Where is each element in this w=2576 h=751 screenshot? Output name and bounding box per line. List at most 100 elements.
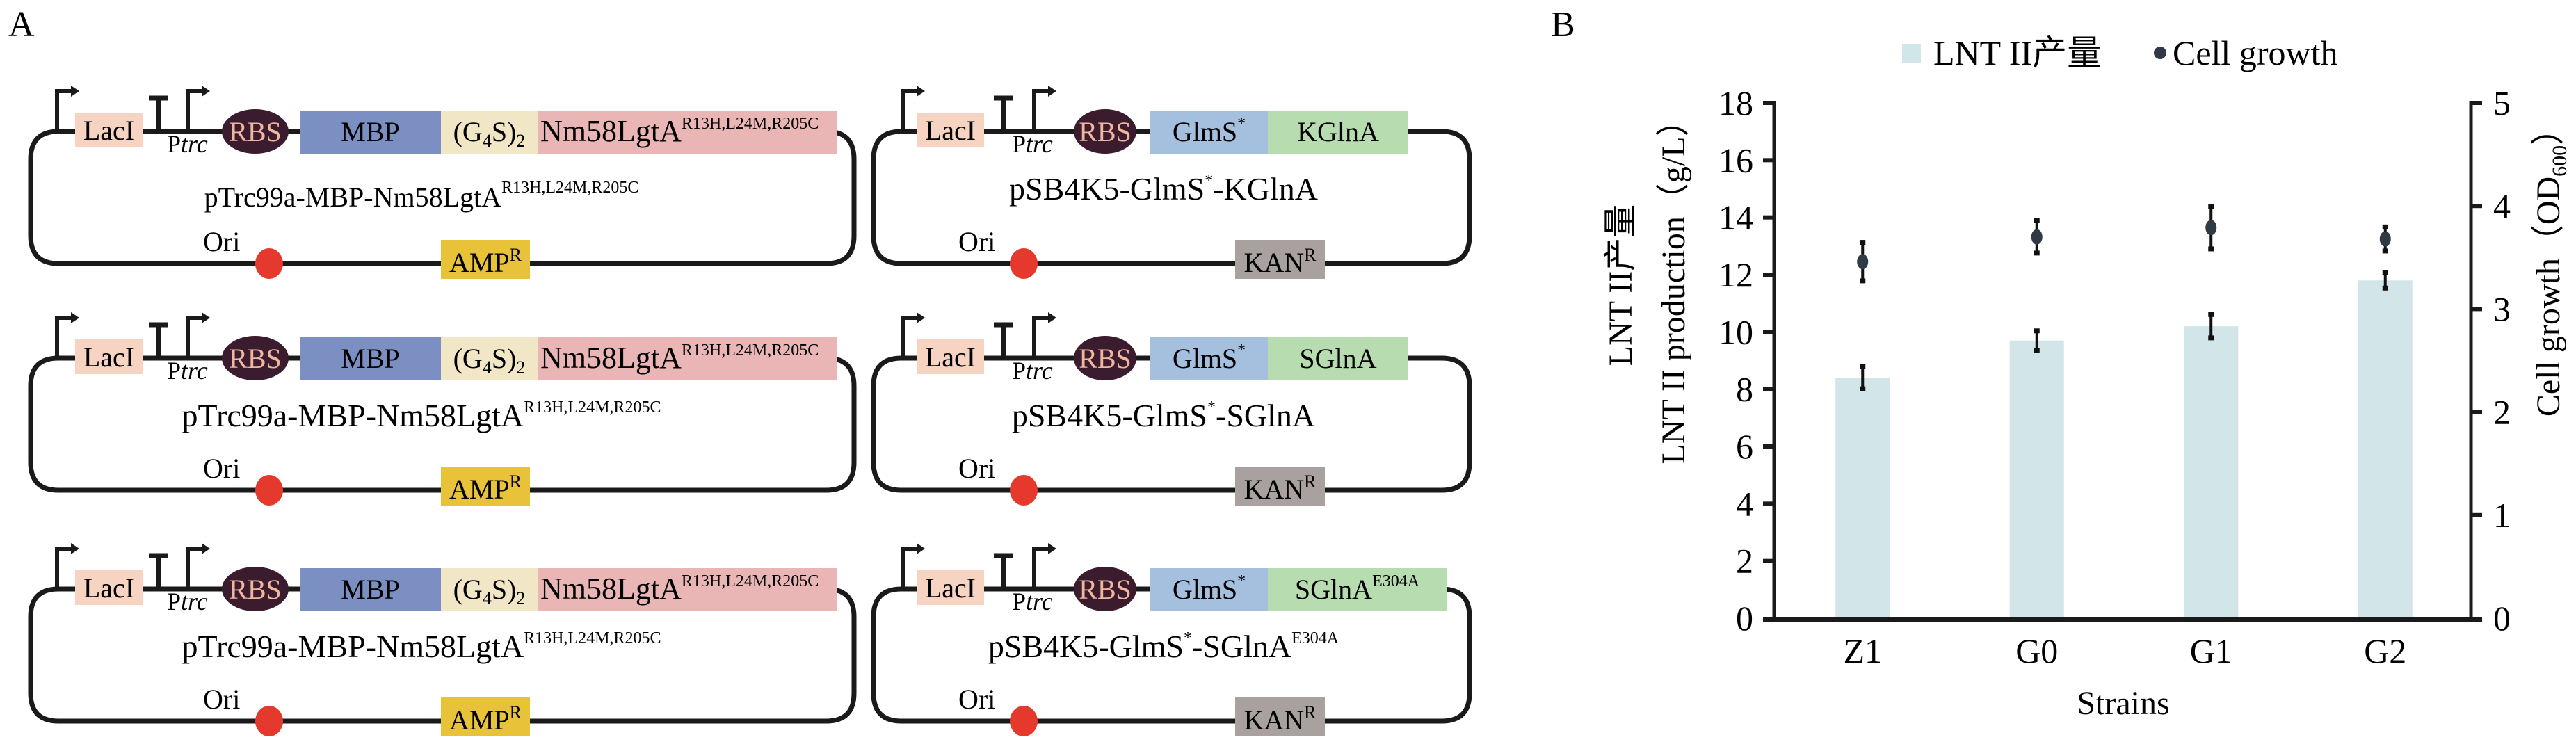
rbs-icon [222, 109, 289, 154]
linker-sub: 2 [516, 357, 525, 378]
ptrc-prefix: P [167, 130, 181, 158]
y-axis-title-cn: LNT II产量 [1602, 204, 1639, 366]
point-error-bar-cap [1860, 240, 1866, 245]
gene-label-glna: SGlnA [1299, 343, 1376, 374]
gene-box-glna [1268, 111, 1408, 154]
resistance-marker-box [1235, 467, 1325, 506]
laci-label: LacI [925, 341, 976, 373]
bar-error-bar-cap [2382, 270, 2388, 275]
plasmid-name: pSB4K5-GlmS*-SGlnAE304A [988, 629, 1339, 664]
y2-axis-title: Cell growth（OD600） [2530, 112, 2571, 417]
linker-part: (G [453, 574, 483, 605]
bar-error-bar-cap [1860, 386, 1866, 391]
laci-gene-box [917, 570, 984, 605]
ptrc-label: Ptrc [167, 357, 208, 385]
y-tick-label: 2 [1736, 542, 1753, 581]
marker-name: KAN [1243, 247, 1304, 278]
linker-part: (G [453, 343, 483, 374]
bar-G2 [2358, 280, 2413, 618]
gene-name: KGlnA [1297, 116, 1379, 147]
promoter-arrow-icon-arrowhead [202, 312, 210, 323]
ori-label: Ori [958, 453, 995, 484]
promoter-arrow-icon [186, 89, 203, 131]
point-error-bar-cap [2208, 204, 2214, 209]
plasmid-name: pTrc99a-MBP-Nm58LgtAR13H,L24M,R205C [182, 629, 661, 664]
ptrc-prefix: P [1012, 357, 1026, 385]
gene-superscript: E304A [1372, 572, 1420, 590]
y-tick-label: 6 [1736, 427, 1753, 466]
promoter-arrow-icon-arrowhead [917, 543, 925, 554]
promoter-arrow-icon [55, 89, 72, 131]
plasmid-name-main: pSB4K5-GlmS [1009, 171, 1205, 207]
rbs-icon [222, 567, 289, 611]
x-tick-label: G0 [2015, 631, 2058, 670]
terminator-icon [149, 95, 168, 131]
ptrc-italic: trc [181, 130, 208, 158]
promoter-arrow-icon-arrowhead [1048, 86, 1056, 97]
x-tick-label: G1 [2190, 631, 2232, 670]
ori-label: Ori [958, 684, 995, 715]
plasmid-name-superscript: * [1184, 629, 1192, 647]
promoter-arrow-icon-arrowhead [202, 543, 210, 554]
plasmid-name-suffix: -SGlnA [1216, 398, 1315, 433]
lgta-name: Nm58LgtA [540, 572, 682, 606]
promoter-arrow-icon-arrowhead [71, 312, 79, 323]
marker-name: AMP [449, 247, 510, 278]
ptrc-label: Ptrc [167, 588, 208, 615]
lgta-superscript: R13H,L24M,R205C [682, 572, 819, 590]
promoter-arrow-icon [901, 547, 918, 589]
plasmid-name-superscript: * [1207, 398, 1216, 417]
point-series [1857, 204, 2391, 284]
linker-sub: 4 [483, 357, 492, 378]
lgta-superscript: R13H,L24M,R205C [682, 341, 819, 360]
y-tick-label: 8 [1736, 370, 1753, 409]
plasmid-name: pTrc99a-MBP-Nm58LgtAR13H,L24M,R205C [182, 398, 661, 433]
legend-point-marker [2154, 47, 2166, 59]
gene-superscript: * [1237, 115, 1246, 133]
ori-icon [255, 248, 283, 279]
ptrc-italic: trc [1026, 130, 1053, 158]
bar-Z1 [1835, 378, 1890, 618]
lgta-label: Nm58LgtAR13H,L24M,R205C [540, 572, 819, 606]
plasmid-name-main: pTrc99a-MBP-Nm58LgtA [182, 629, 524, 664]
linker-sub: 2 [516, 131, 525, 151]
bar-error-bar-cap [2208, 312, 2214, 317]
ptrc-prefix: P [167, 588, 181, 615]
marker-superscript: R [1304, 702, 1317, 722]
rbs-icon [1074, 567, 1136, 611]
marker-name: AMP [449, 474, 510, 505]
plasmid-name: pTrc99a-MBP-Nm58LgtAR13H,L24M,R205C [204, 179, 639, 213]
linker-part: S) [492, 116, 517, 147]
legend-bar-label: LNT II产量 [1933, 33, 2102, 72]
laci-gene-box [75, 339, 143, 374]
gene-name: GlmS [1173, 574, 1237, 605]
gene-box-mbp [300, 568, 441, 611]
ori-icon [255, 475, 283, 506]
legend-point-label: Cell growth [2173, 33, 2337, 72]
gene-name: SGlnA [1295, 574, 1372, 605]
marker-superscript: R [1304, 245, 1317, 265]
plasmid-name-main: pTrc99a-MBP-Nm58LgtA [182, 398, 524, 433]
gene-label-mbp: MBP [341, 116, 400, 147]
gene-superscript: * [1237, 341, 1246, 360]
gene-name: MBP [341, 116, 400, 147]
rbs-icon [1074, 336, 1136, 380]
resistance-marker-box [1235, 240, 1325, 279]
gene-box-linker [441, 337, 538, 380]
bar-error-bar-cap [2208, 335, 2214, 341]
laci-label: LacI [83, 341, 134, 373]
gene-name: GlmS [1173, 343, 1237, 374]
resistance-marker-label: KANR [1243, 471, 1317, 505]
ptrc-label: Ptrc [1012, 357, 1053, 385]
promoter-arrow-icon-arrowhead [1048, 543, 1056, 554]
marker-name: AMP [449, 704, 510, 736]
ori-label: Ori [203, 453, 240, 484]
x-tick-label: Z1 [1843, 631, 1882, 670]
terminator-icon [994, 95, 1013, 131]
bar-error-bar-cap [2034, 328, 2040, 334]
promoter-arrow-icon-arrowhead [1048, 312, 1056, 323]
point-G2 [2379, 231, 2391, 247]
y-axis-title-en: LNT II production（g/L） [1655, 103, 1692, 464]
